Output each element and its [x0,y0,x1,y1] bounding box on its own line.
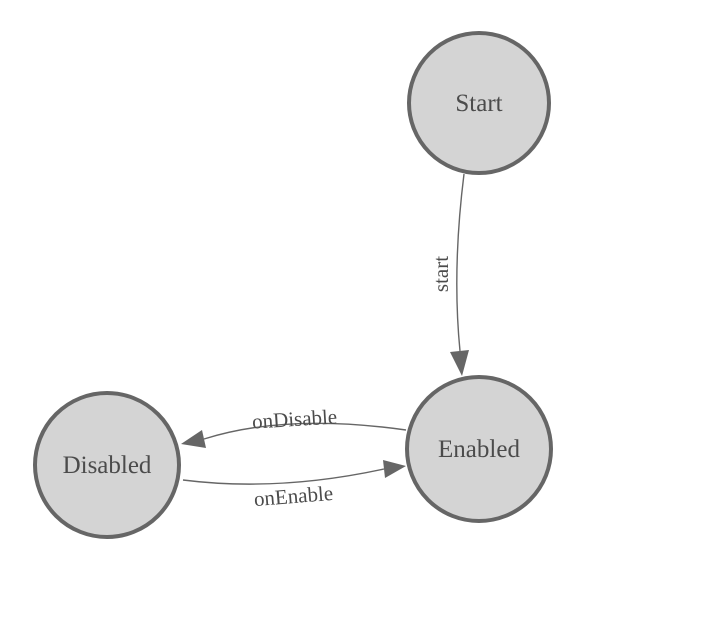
state-node-start-label: Start [455,90,502,117]
edge-start-label: start [429,256,453,292]
state-node-enabled-circle[interactable] [405,375,553,523]
state-node-disabled[interactable]: Disabled [33,391,181,539]
edge-start-arrowhead-icon [450,350,469,376]
state-node-enabled[interactable]: Enabled [405,375,553,523]
edge-ondisable-label: onDisable [251,404,337,433]
edge-start: start [429,173,469,376]
edge-ondisable-arrowhead-icon [181,430,206,448]
state-node-disabled-label: Disabled [63,452,152,479]
state-node-enabled-label: Enabled [438,436,520,463]
edge-onenable-arrowhead-icon [383,460,406,478]
state-node-start[interactable]: Start [407,31,551,175]
edge-onenable: onEnable [182,460,406,511]
edge-onenable-label: onEnable [253,481,334,511]
state-node-start-circle[interactable] [407,31,551,175]
edge-ondisable-line [203,422,407,440]
state-node-disabled-circle[interactable] [33,391,181,539]
edge-ondisable: onDisable [181,404,407,448]
edge-onenable-line [182,468,385,485]
edge-start-line [456,173,465,352]
